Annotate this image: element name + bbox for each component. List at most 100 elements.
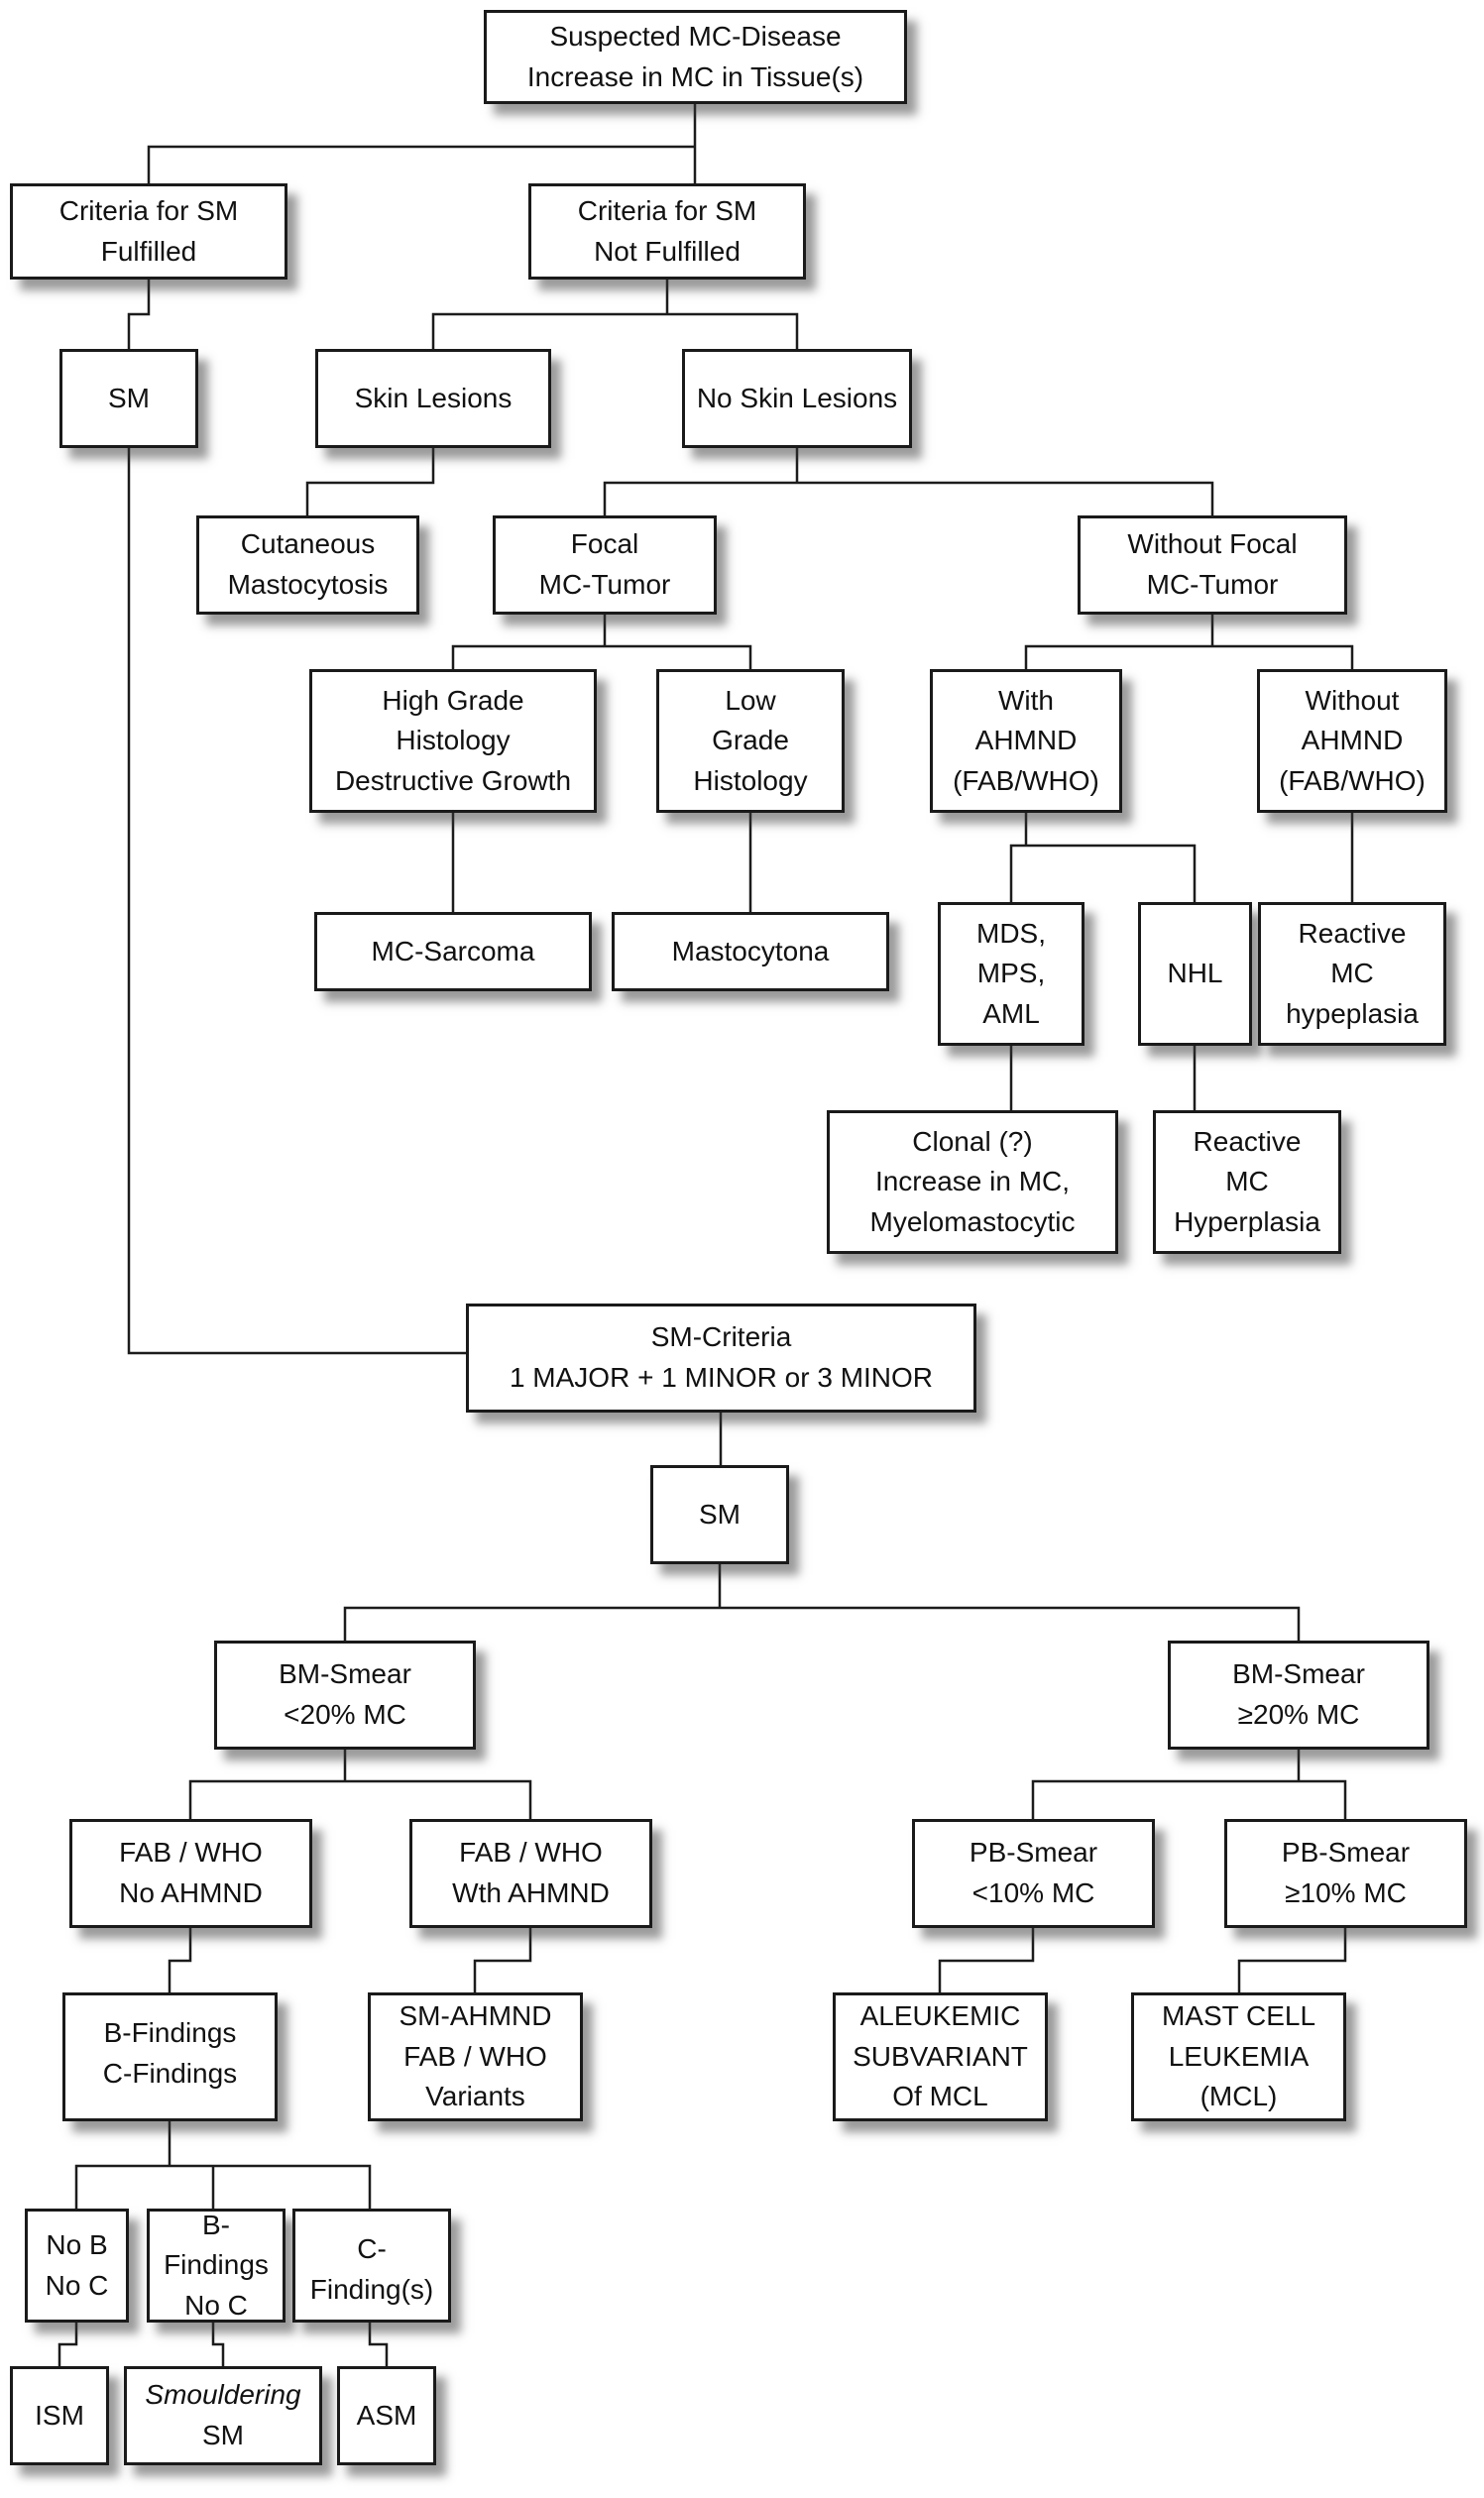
node-label-line: MDS, <box>976 917 1046 949</box>
edge-nobc-to-ism <box>57 2323 78 2366</box>
node-label-line: Increase in MC, <box>874 1166 1071 1197</box>
node-label-line: PB-Smear <box>969 1837 1098 1869</box>
node-label-line: With <box>998 684 1054 716</box>
node-label-line: Histology <box>693 764 808 796</box>
node-label-line: Grade <box>712 725 789 756</box>
node-label-line: Fulfilled <box>100 235 197 267</box>
node-label-line: Low <box>725 684 776 716</box>
edge-fulfilled-to-sm <box>127 280 151 349</box>
node-label-line: No B <box>46 2228 108 2260</box>
node-label-line: NHL <box>1167 958 1223 989</box>
edge-split-fab <box>188 1779 532 1819</box>
node-label-line: Myelomastocytic <box>869 1205 1076 1237</box>
node-label-line: No C <box>45 2269 109 2301</box>
node-label-line: MC <box>1225 1166 1269 1197</box>
node-label-line: ISM <box>35 2399 84 2431</box>
node-label-line: BM-Smear <box>1232 1658 1365 1690</box>
node-mc-sarcoma: MC-Sarcoma <box>314 912 592 991</box>
node-label-line: Increase in MC in Tissue(s) <box>526 60 864 92</box>
node-label-line: Variants <box>425 2081 525 2112</box>
node-label-line: C-Finding(s) <box>309 2233 434 2305</box>
node-mds-mps-aml: MDS,MPS,AML <box>938 902 1084 1046</box>
edge-skin-to-cutaneous <box>305 448 435 515</box>
node-label-line: FAB / WHO <box>403 2040 547 2072</box>
node-label-line: Without Focal <box>1127 528 1298 560</box>
node-criteria-not-fulfilled: Criteria for SM Not Fulfilled <box>528 183 806 280</box>
node-pb-smear-lt10: PB-Smear <10% MC <box>912 1819 1155 1928</box>
node-label-line: Reactive <box>1193 1125 1302 1157</box>
edge-split-ahmnd <box>1024 644 1354 669</box>
node-label-line: Without <box>1305 684 1400 716</box>
node-label-line: BM-Smear <box>279 1658 411 1690</box>
node-skin-lesions: Skin Lesions <box>315 349 551 448</box>
node-label-line: MC <box>1330 958 1374 989</box>
node-label-line: Not Fulfilled <box>594 235 741 267</box>
edge-split-mds-nhl <box>1009 844 1197 902</box>
node-label-line: SM-AHMND <box>399 2000 552 2032</box>
node-label-line: No Skin Lesions <box>696 382 898 413</box>
node-sm-1: SM <box>59 349 198 448</box>
node-clonal-increase: Clonal (?)Increase in MC,Myelomastocytic <box>827 1110 1118 1254</box>
edge-fabno-to-bc <box>168 1928 192 1992</box>
node-label-line: Smouldering SM <box>145 2379 301 2450</box>
node-label-line: Criteria for SM <box>577 194 757 226</box>
node-label-line: Hyperplasia <box>1174 1205 1320 1237</box>
node-label-line: MC-Tumor <box>1146 569 1279 600</box>
node-label-line: SM <box>108 382 150 413</box>
edge-split-skin-lesions <box>431 312 799 349</box>
node-label-line: Mastocytona <box>671 935 830 966</box>
node-label-line: AML <box>982 997 1040 1029</box>
node-label-line: Wth AHMND <box>452 1877 610 1908</box>
node-label-line: No AHMND <box>119 1877 263 1908</box>
node-label-line: Mastocytosis <box>227 569 389 600</box>
node-label-line: Focal <box>570 528 639 560</box>
node-label-line: Histology <box>396 725 511 756</box>
node-no-skin-lesions: No Skin Lesions <box>682 349 912 448</box>
node-label-line: Reactive <box>1298 917 1407 949</box>
node-nhl: NHL <box>1138 902 1252 1046</box>
node-label-line: No C <box>184 2289 248 2321</box>
node-smouldering-sm: Smouldering SM <box>124 2366 322 2465</box>
node-label-line: MC-Tumor <box>538 569 671 600</box>
node-mastocytona: Mastocytona <box>612 912 889 991</box>
node-label-line: ≥10% MC <box>1285 1877 1407 1908</box>
node-ism: ISM <box>10 2366 109 2465</box>
node-asm: ASM <box>337 2366 436 2465</box>
node-label-line: ≥20% MC <box>1237 1699 1360 1730</box>
edge-split-bm-smear <box>343 1606 1301 1641</box>
node-sm-criteria: SM-Criteria 1 MAJOR + 1 MINOR or 3 MINOR <box>466 1304 976 1413</box>
node-label-line: MAST CELL <box>1161 2000 1316 2032</box>
node-label-line: MC-Sarcoma <box>371 935 535 966</box>
node-label-line: Of MCL <box>892 2081 988 2112</box>
node-label-line: C-Findings <box>102 2057 238 2089</box>
node-bm-smear-lt20: BM-Smear<20% MC <box>214 1641 476 1750</box>
node-label-line: (FAB/WHO) <box>953 764 1099 796</box>
edge-split-findings <box>74 2164 372 2209</box>
node-label-line: AHMND <box>974 725 1078 756</box>
edge-split-pb <box>1031 1779 1347 1819</box>
edge-pbge-to-mcl <box>1237 1928 1347 1992</box>
node-label-line: Suspected MC-Disease <box>549 20 842 52</box>
edge-fabwth-to-smahmnd <box>473 1928 532 1992</box>
node-label-line: High Grade <box>382 684 524 716</box>
node-label-line: AHMND <box>1301 725 1404 756</box>
node-sm-2: SM <box>650 1465 789 1564</box>
node-label-line: SM-Criteria <box>650 1321 792 1353</box>
node-label-line: FAB / WHO <box>459 1837 603 1869</box>
node-label-line: 1 MAJOR + 1 MINOR or 3 MINOR <box>509 1362 934 1393</box>
node-label-line: <10% MC <box>971 1877 1095 1908</box>
node-label-line: ALEUKEMIC <box>859 2000 1021 2032</box>
edge-cfind-to-asm <box>368 2323 389 2366</box>
